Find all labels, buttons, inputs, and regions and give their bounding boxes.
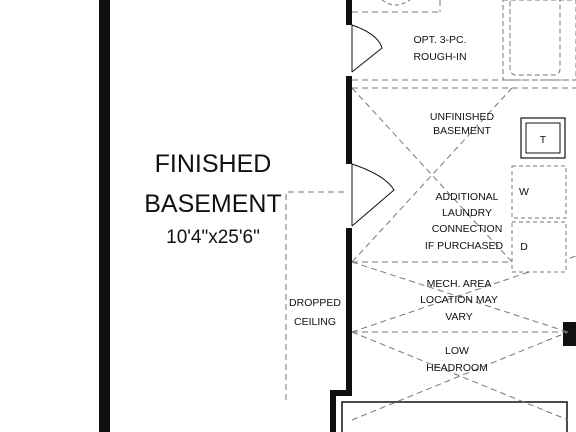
dryer <box>511 221 567 273</box>
rough-in-1: OPT. 3-PC. <box>413 34 466 46</box>
center-wall-bottom <box>330 390 336 432</box>
washer <box>511 165 567 219</box>
center-wall-upper <box>346 0 352 25</box>
left-exterior-wall <box>99 0 110 432</box>
center-wall-jog <box>330 390 352 396</box>
center-wall-lower <box>346 228 352 396</box>
laundry-1: ADDITIONAL <box>435 191 498 203</box>
rough-in-2: ROUGH-IN <box>413 51 466 63</box>
mech-area-2: LOCATION MAY <box>420 294 498 306</box>
center-wall-mid <box>346 76 352 164</box>
toilet <box>381 0 411 6</box>
right-wall-stub <box>563 322 576 346</box>
laundry-2: LAUNDRY <box>442 207 492 219</box>
lower-room-outline <box>341 401 568 432</box>
low-headroom-2: HEADROOM <box>426 362 488 374</box>
bathtub <box>502 0 576 81</box>
dashed-boundaries <box>285 0 576 421</box>
tank-label: T <box>540 134 547 146</box>
door-lower <box>351 163 395 227</box>
mech-area-3: VARY <box>445 311 473 323</box>
laundry-4: IF PURCHASED <box>425 240 504 252</box>
unfinished-basement-2: BASEMENT <box>433 125 491 137</box>
low-headroom-1: LOW <box>445 345 469 357</box>
mech-area-1: MECH. AREA <box>427 278 492 290</box>
dryer-label: D <box>520 241 528 253</box>
door-upper <box>351 24 383 73</box>
washer-label: W <box>519 186 529 198</box>
dropped-ceiling-2: CEILING <box>294 316 336 328</box>
finished-basement-dimensions: 10'4"x25'6" <box>166 227 260 248</box>
finished-basement-title-2: BASEMENT <box>144 190 282 218</box>
water-tank <box>520 117 566 159</box>
unfinished-basement-1: UNFINISHED <box>430 111 495 123</box>
dropped-ceiling-1: DROPPED <box>289 297 341 309</box>
laundry-3: CONNECTION <box>432 223 503 235</box>
finished-basement-title-1: FINISHED <box>155 150 272 178</box>
